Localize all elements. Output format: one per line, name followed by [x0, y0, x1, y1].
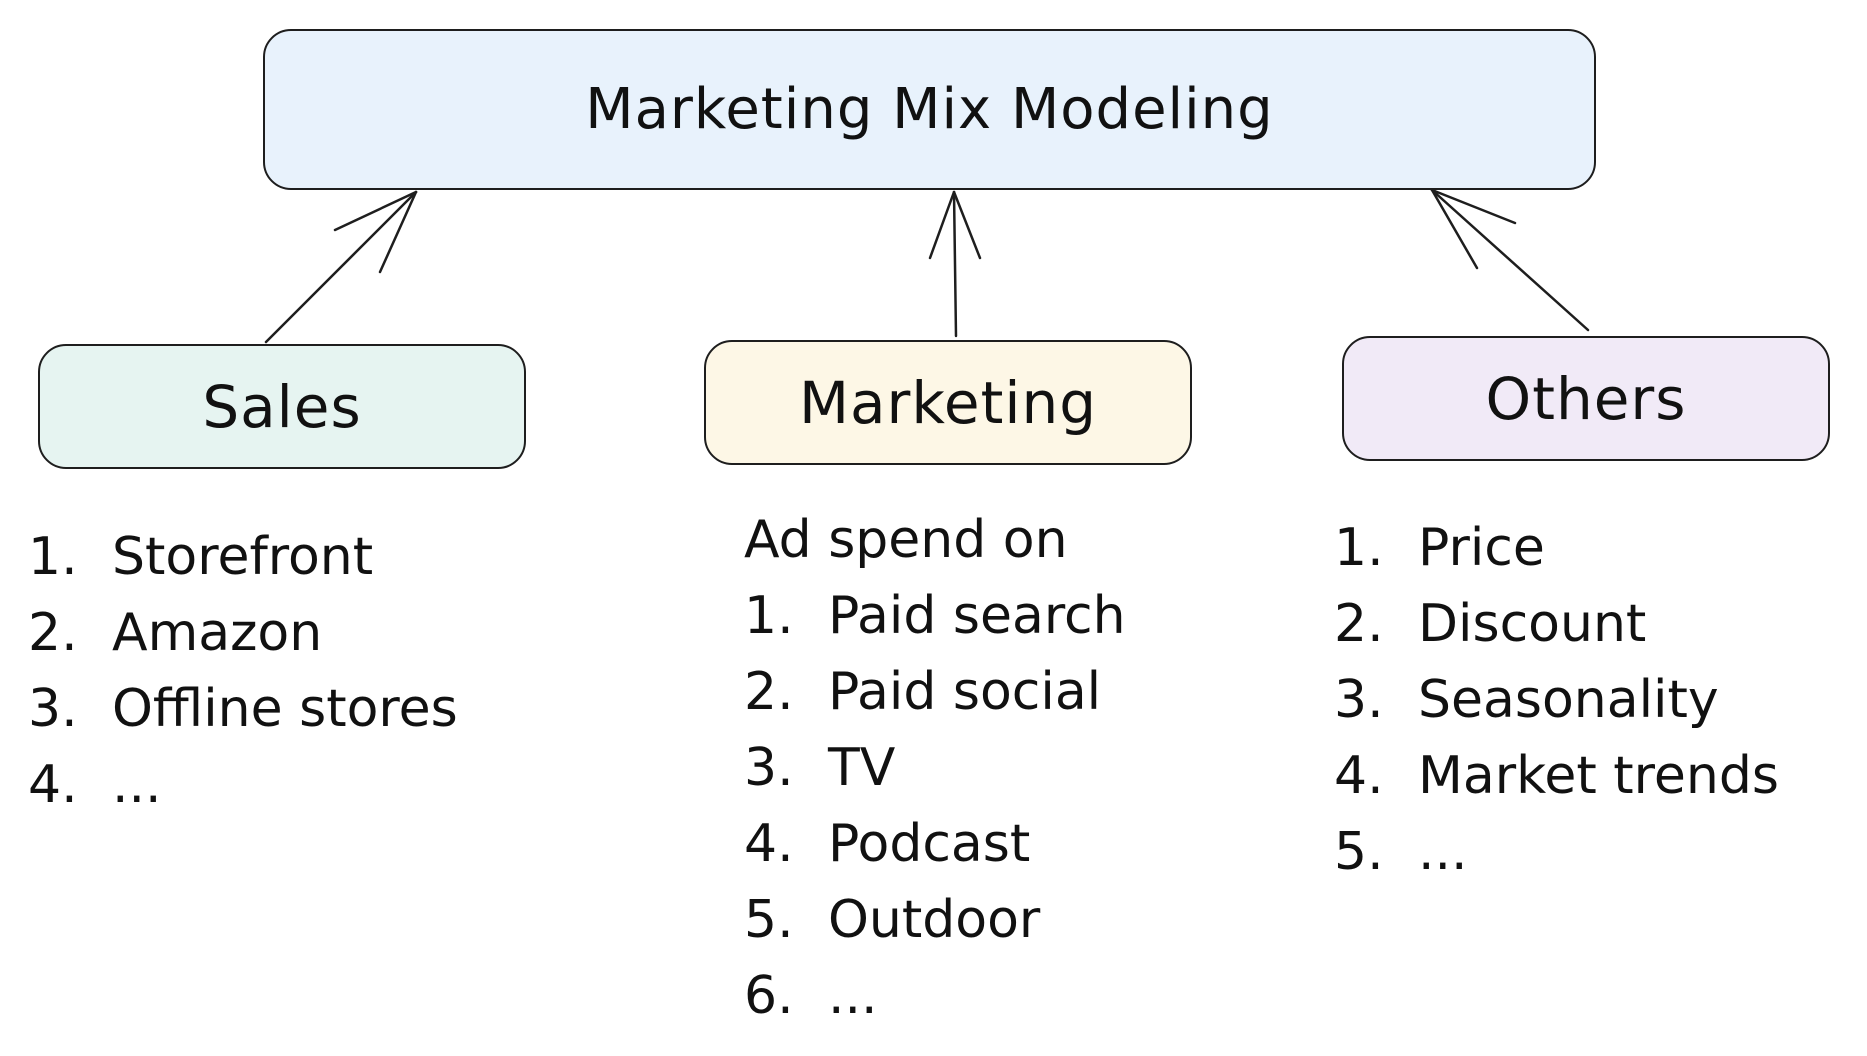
- list-item-text: Storefront: [112, 527, 374, 587]
- list-item-number: 3.: [744, 738, 794, 798]
- marketing-node-box: Marketing: [704, 340, 1192, 465]
- list-item-text: Price: [1418, 518, 1545, 578]
- list-item-number: 4.: [28, 755, 78, 815]
- list-item: 3. TV: [744, 730, 1126, 806]
- list-item: 1. Paid search: [744, 578, 1126, 654]
- list-item-number: 1.: [1334, 518, 1384, 578]
- arrow-others-to-root: [1430, 188, 1590, 332]
- list-item: 1. Price: [1334, 510, 1779, 586]
- list-item: 4. Podcast: [744, 806, 1126, 882]
- list-item-text: TV: [828, 738, 896, 798]
- arrow-sales-to-root: [264, 190, 418, 344]
- list-item-number: 1.: [744, 586, 794, 646]
- list-item-text: Seasonality: [1418, 670, 1719, 730]
- list-item-text: Podcast: [828, 814, 1031, 874]
- marketing-node-label: Marketing: [798, 368, 1098, 437]
- list-item: 1. Storefront: [28, 519, 458, 595]
- list-item: 2. Paid social: [744, 654, 1126, 730]
- list-item: 3. Seasonality: [1334, 662, 1779, 738]
- arrow-marketing-to-root: [928, 190, 982, 338]
- others-node-label: Others: [1485, 364, 1687, 433]
- list-item-text: Paid search: [828, 586, 1126, 646]
- list-item-number: 1.: [28, 527, 78, 587]
- others-item-list: 1. Price 2. Discount 3. Seasonality 4. Marke…: [1334, 510, 1779, 890]
- list-item: 5....: [1334, 814, 1779, 890]
- list-item-text: ...: [112, 755, 162, 815]
- list-item-text: Discount: [1418, 594, 1647, 654]
- list-item: 3. Offline stores: [28, 671, 458, 747]
- list-item-text: ...: [1418, 822, 1468, 882]
- sales-node-label: Sales: [202, 372, 362, 441]
- list-item-number: 5.: [1334, 822, 1384, 882]
- root-node-box: Marketing Mix Modeling: [263, 29, 1596, 190]
- list-item-text: Outdoor: [828, 890, 1041, 950]
- root-node-label: Marketing Mix Modeling: [585, 77, 1274, 142]
- list-item: 6....: [744, 958, 1126, 1034]
- list-item-number: 4.: [1334, 746, 1384, 806]
- list-item-number: 6.: [744, 966, 794, 1026]
- list-item-number: 2.: [28, 603, 78, 663]
- list-item: 5. Outdoor: [744, 882, 1126, 958]
- list-item-number: 4.: [744, 814, 794, 874]
- marketing-item-list: Ad spend on 1.Paid search 2.Paid social …: [744, 502, 1126, 1034]
- list-item: 2. Discount: [1334, 586, 1779, 662]
- list-item: 2. Amazon: [28, 595, 458, 671]
- list-item-text: Market trends: [1418, 746, 1779, 806]
- list-item: 4....: [28, 747, 458, 823]
- list-item-text: ...: [828, 966, 878, 1026]
- list-item-number: 3.: [28, 679, 78, 739]
- others-node-box: Others: [1342, 336, 1830, 461]
- marketing-list-intro: Ad spend on: [744, 510, 1068, 570]
- list-item-number: 3.: [1334, 670, 1384, 730]
- list-item-number: 5.: [744, 890, 794, 950]
- list-item-text: Offline stores: [112, 679, 458, 739]
- list-item-text: Paid social: [828, 662, 1102, 722]
- list-item-text: Amazon: [112, 603, 323, 663]
- sales-item-list: 1. Storefront 2. Amazon 3. Offline stores 4…: [28, 519, 458, 823]
- list-item-number: 2.: [1334, 594, 1384, 654]
- list-item: 4. Market trends: [1334, 738, 1779, 814]
- list-item-number: 2.: [744, 662, 794, 722]
- sales-node-box: Sales: [38, 344, 526, 469]
